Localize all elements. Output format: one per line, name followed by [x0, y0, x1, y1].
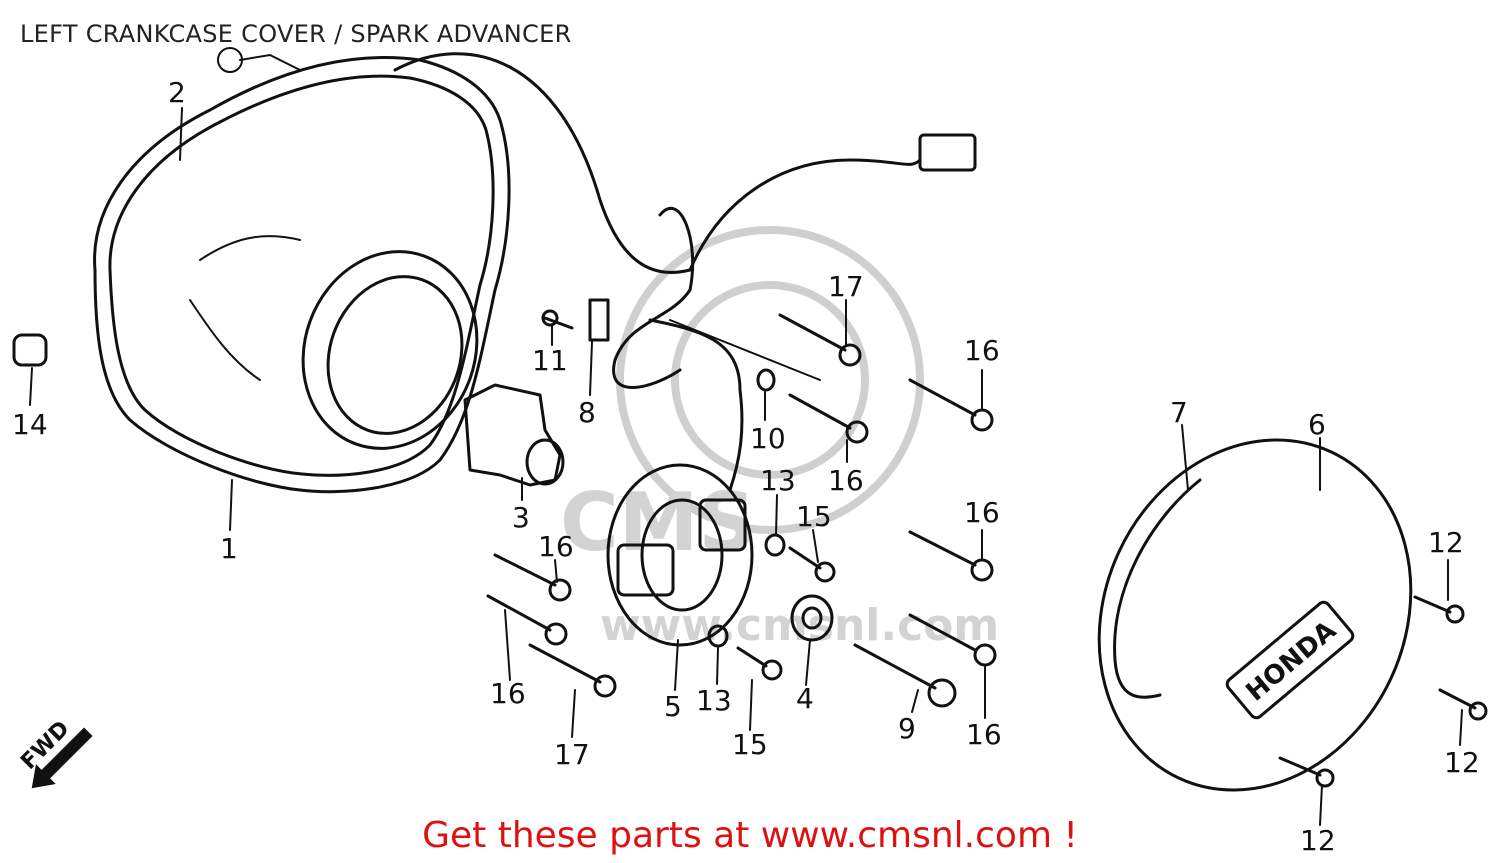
bolt-16-f: [486, 594, 568, 646]
washer-10: [756, 368, 776, 392]
callout: 12: [1428, 526, 1464, 559]
callout: 4: [796, 682, 814, 715]
callout: 17: [554, 738, 590, 771]
callout: 10: [750, 422, 786, 455]
watermark-url: www.cmsnl.com: [600, 600, 999, 651]
screw-11: [541, 309, 574, 330]
callout: 15: [732, 728, 768, 761]
callout: 13: [760, 464, 796, 497]
callout: 14: [12, 408, 48, 441]
callout: 6: [1308, 408, 1326, 441]
watermark-cms: CMS: [560, 476, 756, 569]
callout: 16: [964, 334, 1000, 367]
part-4-washer: [790, 594, 834, 642]
bolts: [486, 298, 1488, 788]
callout: 12: [1300, 824, 1336, 857]
part-crankcase-cover: [93, 47, 511, 494]
callout: 16: [538, 530, 574, 563]
callout: 15: [796, 500, 832, 533]
callout: 16: [964, 496, 1000, 529]
callout-numbers: 2 1 14 3 11 8 10 17 16 16 13 15 16 16 16…: [12, 76, 1480, 857]
callout: 3: [512, 501, 530, 534]
callout: 13: [696, 684, 732, 717]
bolt-16-c: [908, 530, 994, 582]
wire-harness: [393, 52, 977, 492]
bolt-16-b: [788, 393, 869, 444]
callout: 9: [898, 712, 916, 745]
callout: 17: [828, 270, 864, 303]
page-title: LEFT CRANKCASE COVER / SPARK ADVANCER: [20, 20, 572, 48]
callout: 12: [1444, 746, 1480, 779]
bolt-9: [853, 643, 957, 708]
bolt-15-a: [788, 546, 836, 583]
washer-13-a: [764, 533, 786, 557]
callout: 16: [828, 464, 864, 497]
bolt-17-upper: [778, 313, 862, 367]
washer-13-b: [707, 624, 729, 648]
bolt-12-c: [1278, 756, 1335, 788]
part-14-dowel: [12, 333, 48, 367]
fwd-arrow-icon: [31, 727, 93, 789]
callout: 8: [578, 396, 596, 429]
clip-8: [588, 298, 610, 342]
callout: 16: [966, 718, 1002, 751]
callout: 2: [168, 76, 186, 109]
callout: 7: [1170, 396, 1188, 429]
bolt-12-a: [1413, 595, 1465, 624]
callout: 16: [490, 677, 526, 710]
bolt-16-a: [908, 378, 994, 432]
part-generator-cover: HONDA: [1097, 438, 1413, 792]
part-pulse-generator: [606, 463, 754, 647]
callout: 1: [220, 532, 238, 565]
bolt-15-b: [736, 646, 783, 681]
part-spark-advancer: [463, 383, 565, 487]
footer-link-text[interactable]: Get these parts at www.cmsnl.com !: [422, 815, 1078, 856]
callout: 5: [664, 690, 682, 723]
bolt-16-e: [493, 553, 572, 602]
bolt-17-lower: [528, 643, 617, 698]
callout: 11: [532, 344, 568, 377]
bolt-12-b: [1438, 688, 1488, 721]
fwd-label: FWD: [16, 716, 74, 774]
leader-lines: [29, 107, 1463, 826]
fwd-arrow: FWD: [16, 716, 93, 789]
